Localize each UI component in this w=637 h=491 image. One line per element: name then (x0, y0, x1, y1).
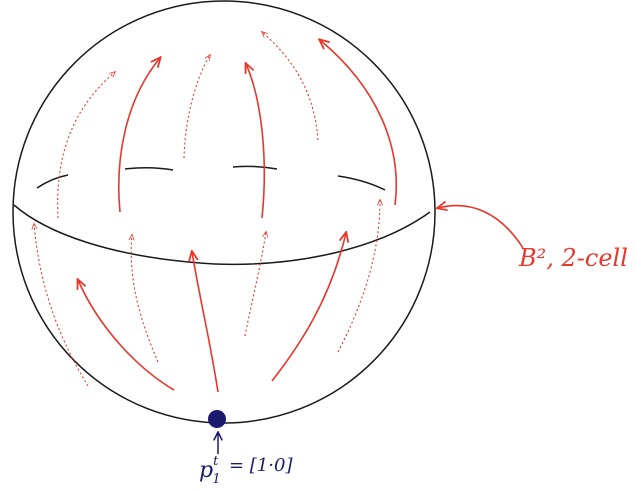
point-label-base: p (199, 458, 213, 483)
flow-lines-back (34, 32, 380, 387)
flow-arrow (320, 40, 398, 206)
flow-arrow-dotted (244, 232, 266, 337)
point-label-subscript: 1 (212, 472, 220, 487)
equator-front (13, 204, 431, 266)
flow-lines-front (78, 40, 398, 393)
flow-arrow-dotted (57, 72, 115, 219)
equator-back-segment (337, 175, 386, 191)
sphere-outline (12, 0, 436, 424)
equator-back-segment (124, 166, 174, 171)
point-label-superscript: t (213, 454, 219, 469)
point-label: pt 1 (199, 454, 221, 487)
equator-back-segment (36, 174, 69, 189)
flow-arrow (271, 233, 346, 382)
flow-arrow-dotted (131, 235, 159, 363)
cell-label: B², 2-cell (518, 244, 628, 272)
annotation-arrow (438, 206, 524, 249)
flow-arrow (246, 64, 266, 219)
flow-arrow (117, 58, 160, 213)
point-value: = [1·0] (229, 455, 293, 476)
flow-arrow-dotted (337, 200, 380, 353)
flow-arrow-dotted (34, 224, 89, 387)
flow-arrow (192, 252, 219, 393)
equator-back-segment (232, 165, 278, 170)
flow-arrow (78, 280, 175, 391)
flow-arrow-dotted (262, 32, 319, 141)
base-point-marker (208, 410, 226, 428)
flow-arrow-dotted (183, 55, 210, 159)
equator-back (36, 165, 386, 191)
